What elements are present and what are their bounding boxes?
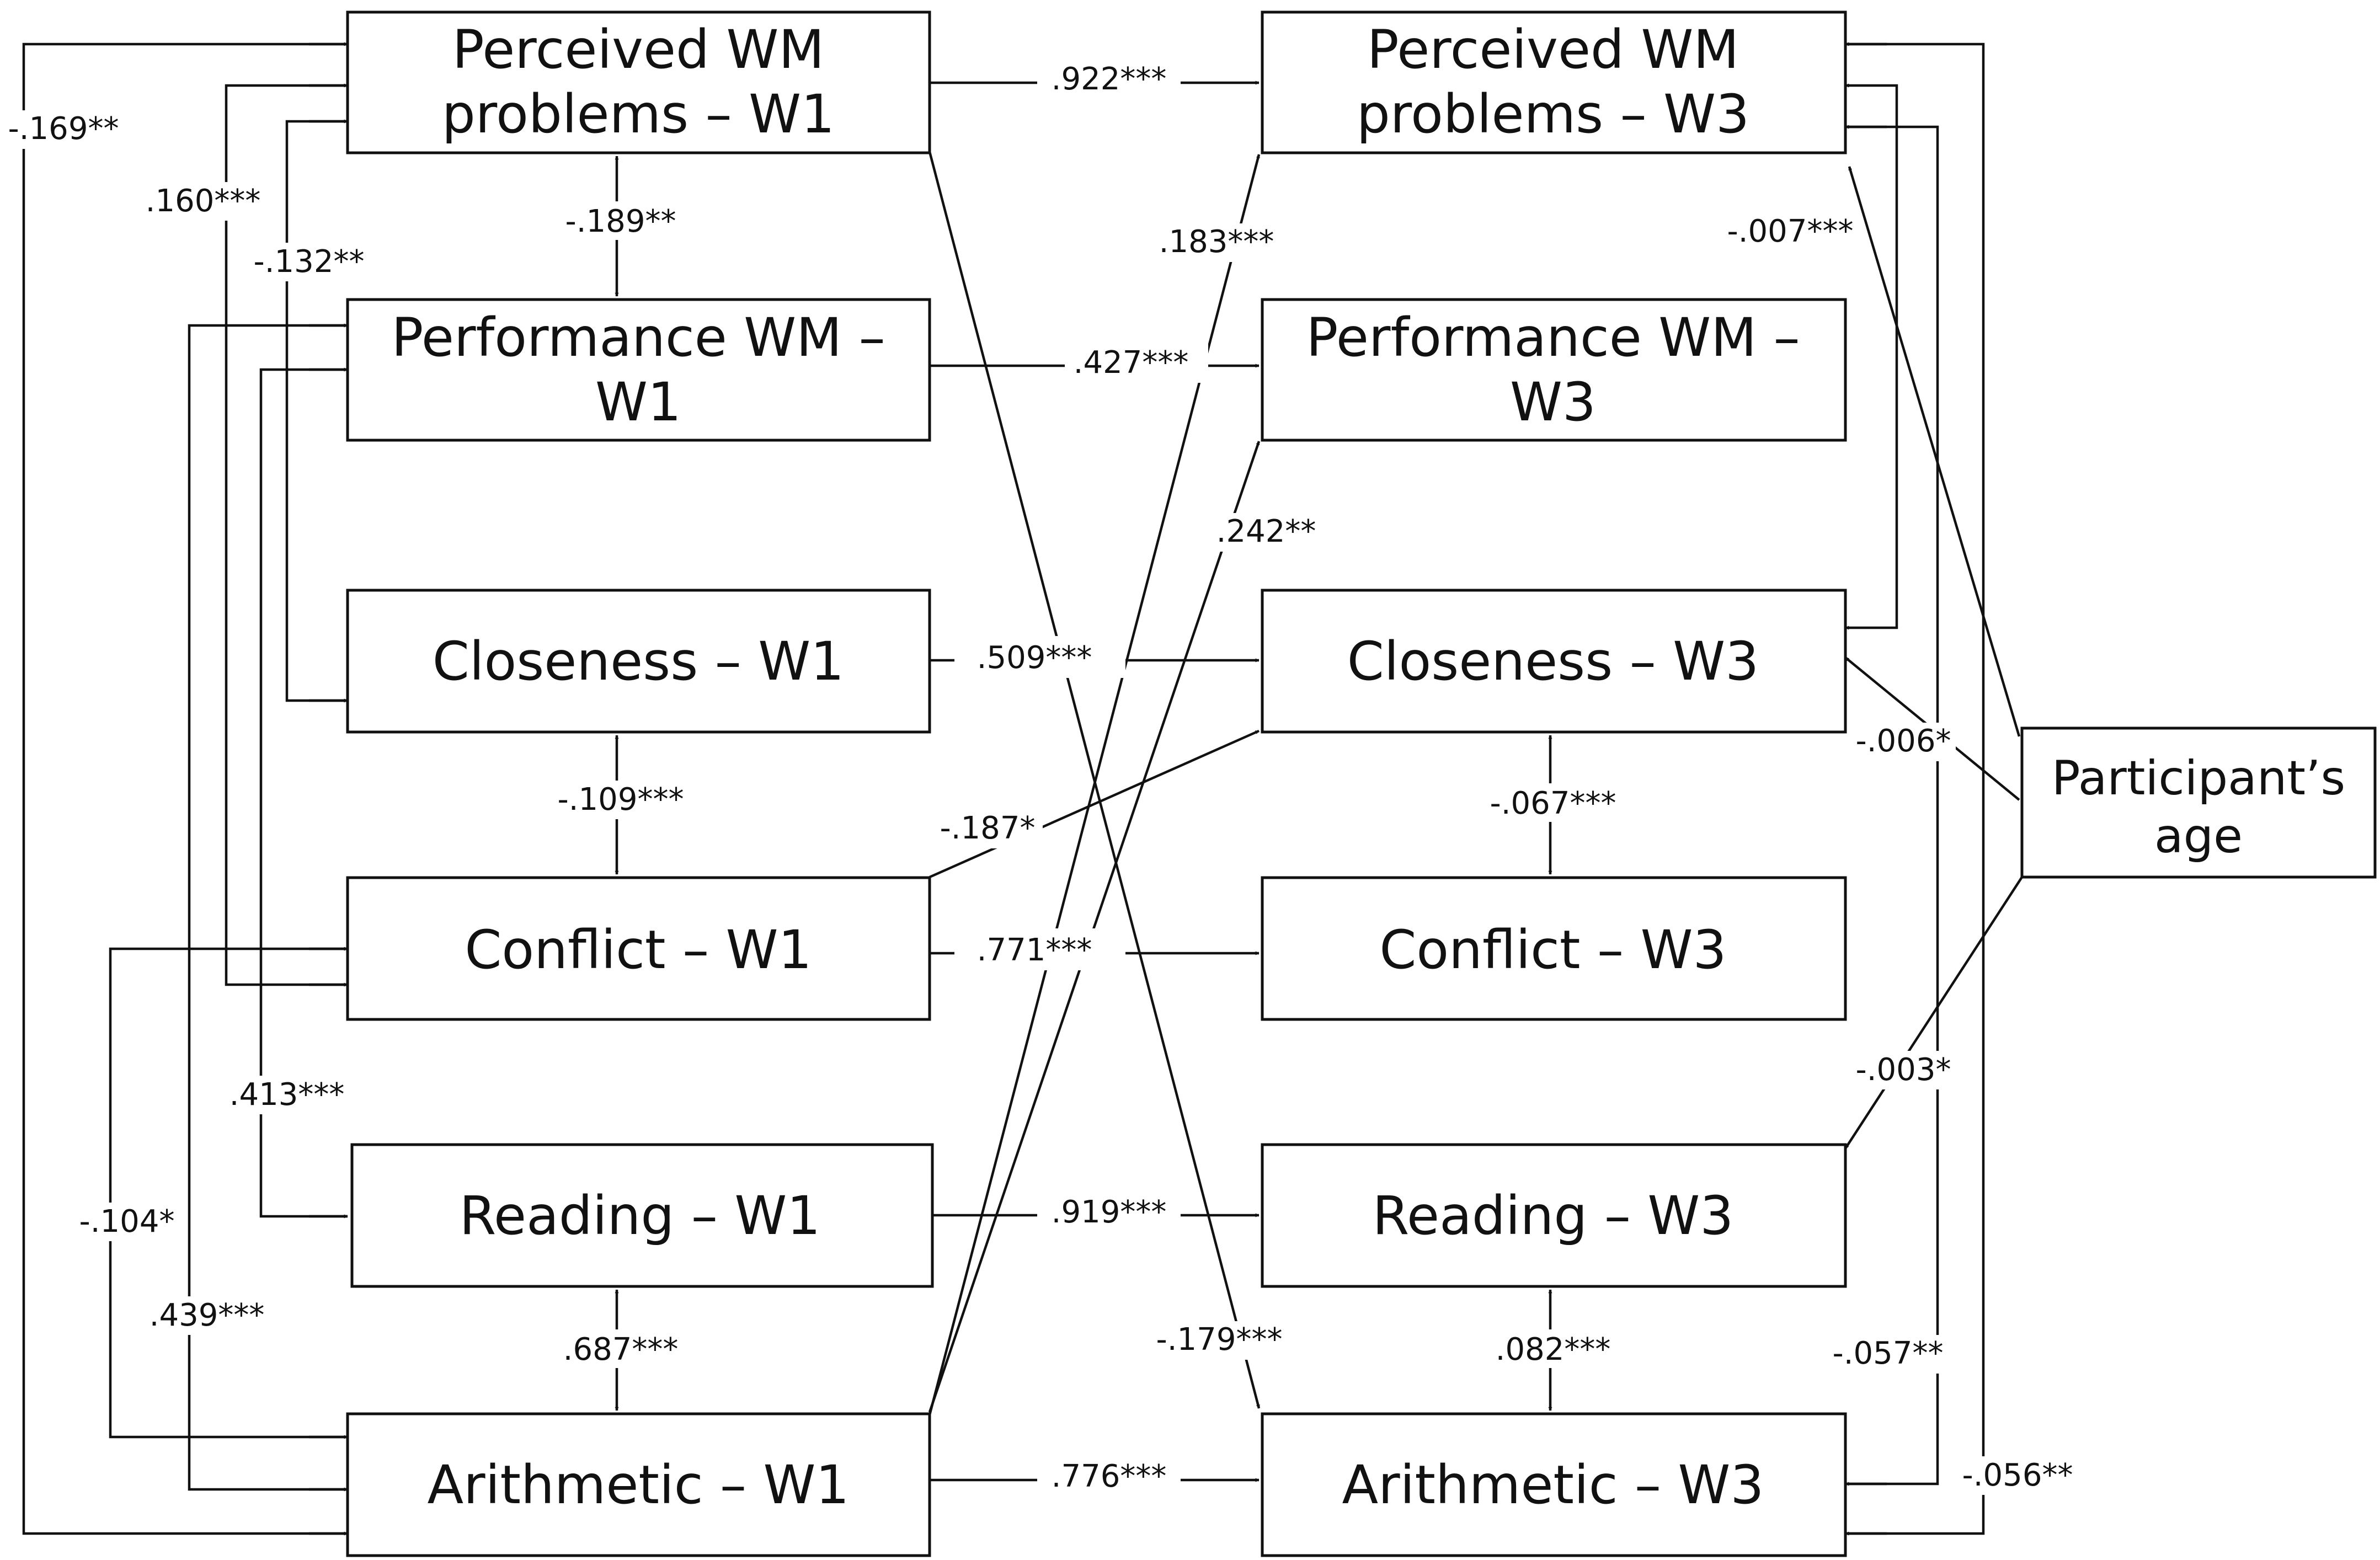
bus-pwm3-arith3-b: [1845, 42, 1985, 1535]
coef-pwm1-perf1: -.189**: [565, 204, 676, 239]
node-close3: Closeness – W3: [1261, 589, 1847, 734]
node-age: Participant’s age: [2020, 726, 2377, 879]
coefficient-labels: .922*** .427*** .509*** .771*** .919*** …: [6, 57, 2074, 1497]
node-read3: Reading – W3: [1261, 1143, 1847, 1288]
coef-close1-conf1: -.109***: [558, 782, 684, 818]
bus-perf1-read1: [259, 368, 348, 1218]
coef-close3-conf3: -.067***: [1490, 786, 1616, 821]
node-perf3-line1: Performance WM –: [1306, 307, 1800, 368]
coef-perf1-read1: .413***: [230, 1077, 345, 1113]
coef-conf1-arith1: -.104*: [79, 1204, 175, 1240]
node-age-line1: Participant’s: [2052, 751, 2346, 806]
coef-pwm-stability: .922***: [1052, 61, 1167, 97]
coef-pwm1-arith3: -.179***: [1156, 1322, 1283, 1358]
coef-pwm1-conf1: .160***: [146, 183, 261, 219]
path-age-read3: [1844, 876, 2023, 1150]
node-age-line2: age: [2154, 809, 2243, 864]
node-arith3: Arithmetic – W3: [1261, 1412, 1847, 1557]
node-perf1-line2: W1: [595, 371, 681, 433]
node-close1-label: Closeness – W1: [433, 631, 844, 692]
node-close1: Closeness – W1: [346, 589, 931, 734]
node-perf3: Performance WM – W3: [1261, 298, 1847, 442]
coef-arith1-perf3: .242**: [1216, 514, 1316, 549]
path-conf1-close3: [929, 729, 1260, 879]
coef-close-stability: .509***: [977, 640, 1092, 676]
path-pwm3-close3: [1845, 83, 1898, 630]
coef-read3-arith3: .082***: [1496, 1332, 1611, 1367]
coef-conf1-close3: -.187*: [940, 810, 1036, 846]
node-perf3-line2: W3: [1510, 371, 1596, 433]
bus-pwm1-close1: [285, 120, 348, 702]
node-conf1-label: Conflict – W1: [465, 919, 812, 981]
node-read1: Reading – W1: [350, 1143, 934, 1288]
node-pwm1-line1: Perceived WM: [452, 19, 824, 81]
coef-arith1-pwm3: .183***: [1159, 224, 1274, 260]
bus-perf1-arith1: [188, 324, 348, 1491]
coef-pwm3-arith3-b: -.056**: [1962, 1457, 2073, 1493]
node-conf3-label: Conflict – W3: [1379, 919, 1726, 981]
bus-pwm3-arith3-a: [1845, 125, 1939, 1486]
bus-pwm1-conf1: [225, 84, 348, 986]
coef-arith-stability: .776***: [1052, 1459, 1167, 1494]
coef-pwm1-arith1: -.169**: [8, 111, 119, 147]
coef-read-stability: .919***: [1052, 1194, 1167, 1230]
node-read1-label: Reading – W1: [460, 1185, 821, 1247]
coef-perf1-arith1: .439***: [150, 1297, 265, 1333]
coef-perf-stability: .427***: [1074, 345, 1189, 381]
coef-age-read3: -.003*: [1856, 1052, 1951, 1088]
coef-age-close3: -.006*: [1856, 723, 1951, 759]
coef-pwm1-close1: -.132**: [254, 244, 365, 280]
bus-pwm1-arith1: [22, 42, 348, 1535]
coef-age-pwm3: -.007***: [1727, 213, 1854, 249]
node-arith1: Arithmetic – W1: [346, 1412, 931, 1557]
node-pwm3-line1: Perceived WM: [1367, 19, 1739, 81]
path-age-pwm3: [1848, 166, 2021, 737]
coef-read1-arith1: .687***: [563, 1332, 679, 1367]
coef-pwm3-arith3-a: -.057**: [1833, 1335, 1944, 1371]
node-pwm1-line2: problems – W1: [442, 83, 835, 145]
path-arith1-perf3: [928, 441, 1261, 1413]
bus-conf1-arith1: [109, 947, 348, 1439]
node-pwm3: Perceived WM problems – W3: [1261, 10, 1847, 154]
node-conf3: Conflict – W3: [1261, 876, 1847, 1021]
bus-arrows: [309, 42, 1887, 1536]
node-perf1-line1: Performance WM –: [391, 307, 885, 368]
node-pwm3-line2: problems – W3: [1357, 83, 1749, 145]
node-read3-label: Reading – W3: [1373, 1185, 1734, 1247]
coef-conf-stability: .771***: [977, 932, 1092, 968]
node-arith1-label: Arithmetic – W1: [428, 1454, 850, 1516]
node-close3-label: Closeness – W3: [1347, 631, 1759, 692]
node-pwm1: Perceived WM problems – W1: [346, 10, 931, 154]
node-perf1: Performance WM – W1: [346, 298, 931, 442]
node-conf1: Conflict – W1: [346, 876, 931, 1021]
node-arith3-label: Arithmetic – W3: [1342, 1454, 1764, 1516]
